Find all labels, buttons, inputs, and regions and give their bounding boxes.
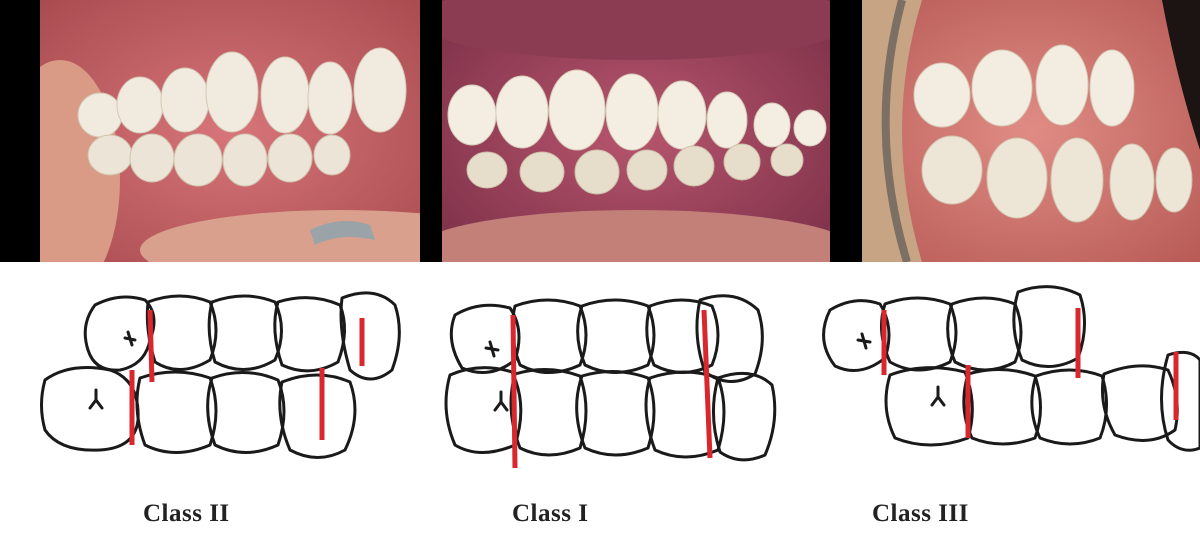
class-iii-label: Class III xyxy=(872,500,969,528)
class-ii-label: Class II xyxy=(143,500,230,528)
photo-strip xyxy=(0,0,1200,262)
class-i-label: Class I xyxy=(512,500,588,528)
class-i-marker-1 xyxy=(513,315,515,468)
class-ii-photo xyxy=(40,0,420,262)
class-iii-photo xyxy=(862,0,1200,262)
class-i-photo xyxy=(442,0,830,262)
class-ii-marker-1 xyxy=(150,310,152,382)
class-i-marker-2 xyxy=(704,310,710,458)
class-i-diagram xyxy=(446,296,775,460)
class-ii-diagram xyxy=(42,293,400,458)
class-iii-diagram xyxy=(824,287,1200,451)
molar-relationship-diagrams xyxy=(0,270,1200,490)
